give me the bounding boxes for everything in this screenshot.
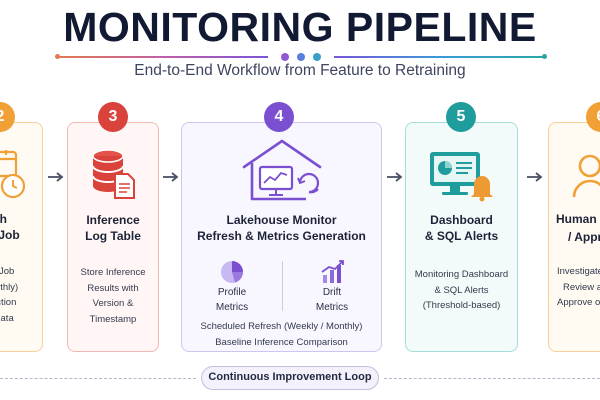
step-card-4: Lakehouse Monitor Refresh & Metrics Gene… — [181, 122, 382, 352]
loop-line-right — [384, 378, 600, 379]
profile-metrics-label: Profile Metrics — [215, 287, 249, 313]
step-title-5-line2: & SQL Alerts — [424, 229, 499, 243]
lakehouse-monitor-icon — [242, 139, 322, 201]
flow-arrow — [527, 172, 543, 182]
step-badge-5: 5 — [446, 102, 476, 132]
step-title-3-line2: Log Table — [85, 229, 141, 243]
flow-arrow — [48, 172, 64, 182]
title-divider-right — [334, 56, 544, 58]
metrics-divider — [282, 261, 283, 311]
step-desc-6-line1: Investigate — [557, 266, 600, 277]
drift-chart-icon — [321, 260, 344, 283]
step-desc-2-line3: ediction — [0, 297, 17, 308]
step-desc-3-line2: Results with — [87, 282, 139, 294]
step-title-2-line2: on Job — [0, 228, 20, 242]
step-desc-5-line2: & SQL Alerts — [434, 284, 489, 296]
title-divider-dot — [55, 54, 60, 59]
page-title: MONITORING PIPELINE — [63, 4, 537, 50]
step-desc-2-line1: ed Job — [0, 266, 15, 277]
step-desc-2-line4: y Data — [0, 312, 14, 324]
step-title-6-line2: / Appr — [568, 230, 600, 244]
flow-arrow — [163, 172, 179, 182]
title-divider-dot — [281, 53, 289, 61]
step-desc-3-line1: Store Inference — [80, 267, 146, 278]
step-badge-3: 3 — [98, 102, 128, 132]
step-title-2-line1: ch — [0, 212, 7, 226]
step-desc-5-line3: (Threshold-based) — [422, 300, 501, 311]
continuous-improvement-loop-label: Continuous Improvement Loop — [201, 366, 379, 390]
step-title-6-line1: Human R — [556, 212, 600, 226]
loop-line-left — [0, 378, 196, 379]
step-desc-4-line1: Scheduled Refresh (Weekly / Monthly) — [200, 321, 363, 332]
step-title-4-line2: Refresh & Metrics Generation — [197, 229, 366, 243]
step-badge-2: 2 — [0, 102, 15, 132]
step-desc-2-line2: Monthly) — [0, 281, 19, 293]
step-badge-4: 4 — [264, 102, 294, 132]
step-desc-6-line2: Review a — [563, 281, 600, 293]
drift-metrics-label: Drift Metrics — [315, 287, 349, 313]
title-divider-dot — [313, 53, 321, 61]
step-desc-6-line3: Approve o — [557, 297, 600, 308]
step-title-4-line1: Lakehouse Monitor — [226, 213, 337, 227]
step-desc-4-line2: Baseline Inference Comparison — [215, 336, 348, 348]
database-document-icon — [92, 149, 135, 199]
step-desc-5-line1: Monitoring Dashboard — [414, 269, 509, 280]
person-icon — [572, 154, 600, 198]
step-card-6 — [548, 122, 600, 352]
title-divider-dot — [297, 53, 305, 61]
page-subtitle: End-to-End Workflow from Feature to Retr… — [134, 62, 466, 79]
title-divider-dot — [542, 54, 547, 59]
step-desc-3-line3: Version & — [92, 298, 134, 309]
title-divider-left — [58, 56, 268, 58]
step-title-3-line1: Inference — [86, 213, 140, 227]
flow-arrow — [387, 172, 403, 182]
step-card-2 — [0, 122, 43, 352]
step-badge-6: 6 — [586, 102, 600, 132]
step-desc-3-line4: Timestamp — [89, 313, 137, 325]
calendar-clock-icon — [0, 150, 26, 199]
pie-chart-icon — [221, 261, 243, 283]
step-title-5-line1: Dashboard — [430, 213, 493, 227]
dashboard-bell-icon — [430, 152, 493, 202]
